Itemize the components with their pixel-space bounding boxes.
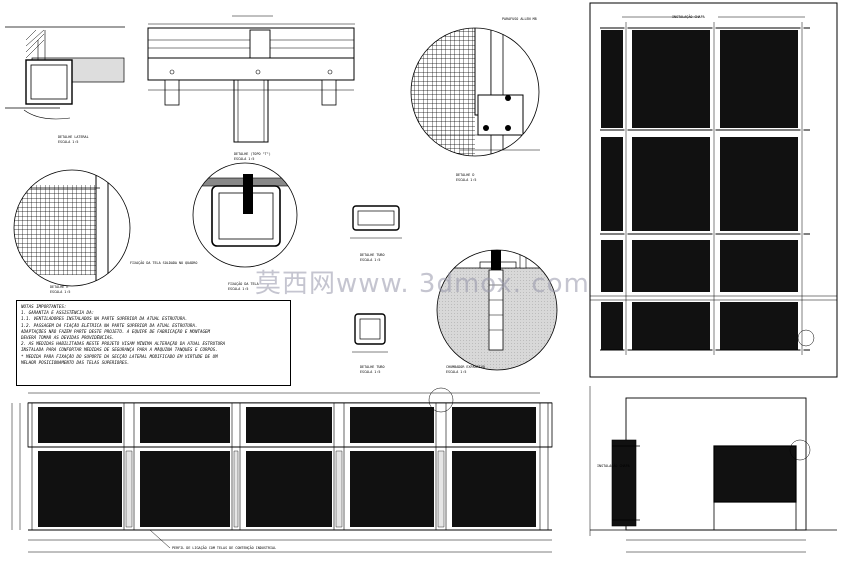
tela-note: FIXAÇÃO DA TELA SOLDADA NO QUADRO [130, 260, 197, 265]
detail-tube-1: DETALHE TUBO ESCALA 1:5 [350, 205, 402, 262]
detail-tube-circle: FIXAÇÃO DA TELA ESCALA 1:5 [192, 162, 298, 291]
parafuso-note: PARAFUSO ALLEN M8 [502, 17, 537, 21]
topo-scale: ESCALA 1:5 [234, 157, 254, 161]
fixacao-title: FIXAÇÃO DA TELA [228, 281, 259, 286]
notes-line-2: 1.1. VENTILADORES INSTALADOS NA PARTE SU… [21, 316, 188, 322]
plan-label: INSTALAÇÃO CHAPA [672, 14, 705, 19]
notes-title: NOTAS IMPORTANTES: [21, 304, 67, 309]
notes-line-7: INSTALADA PARA CONFORTAR MEDIDAS DE SEGU… [21, 347, 218, 353]
side-label: INSTALAÇÃO CHAPA [597, 463, 630, 468]
tubo1-scale: ESCALA 1:5 [360, 258, 380, 262]
watermark: 莫西网www. 3dmox. com [255, 269, 590, 299]
detail-mesh-circle: FIXAÇÃO DA TELA SOLDADA NO QUADRO DETALH… [13, 169, 197, 294]
lateral-scale: ESCALA 1:5 [58, 140, 78, 144]
topo-title: DETALHE (TOPO "T") [234, 152, 271, 156]
tubo2-title: DETALHE TUBO [360, 365, 385, 369]
notes-line-9: MELHOR POSICIONAMENTO DAS TELAS SUPERIOR… [21, 359, 130, 365]
notes-line-5: DEVERÁ TOMAR AS DEVIDAS PROVIDÊNCIAS. [21, 335, 115, 341]
chumbador-title: CHUMBADOR EXPANSIVO [446, 365, 485, 369]
side-elevation: INSTALAÇÃO CHAPA [590, 397, 837, 553]
plan-view-right: INSTALAÇÃO CHAPA [589, 2, 838, 378]
detail-chumbador-circle: CHUMBADOR EXPANSIVO ESCALA 1:5 [436, 249, 558, 374]
tubo2-scale: ESCALA 1:5 [360, 370, 380, 374]
d-scale: ESCALA 1:5 [456, 178, 476, 182]
d-title: DETALHE D [456, 173, 474, 177]
detail-tube-2: DETALHE TUBO ESCALA 1:5 [352, 313, 388, 374]
notes-line-4: ADAPTAÇÕES NÃO FAZEM PARTE DESTE PROJETO… [21, 328, 211, 334]
front-elevation: PERFIL DE LIGAÇÃO COM TELAS DE CONTENÇÃO… [11, 387, 553, 553]
fixacao-scale: ESCALA 1:5 [228, 287, 248, 291]
front-note: PERFIL DE LIGAÇÃO COM TELAS DE CONTENÇÃO… [172, 545, 276, 550]
e-title: DETALHE E [50, 285, 68, 289]
detail-d-circle: PARAFUSO ALLEN M8 DETALHE D ESCALA 1:5 [410, 17, 540, 182]
detail-topo-t: DETALHE (TOPO "T") ESCALA 1:5 [147, 15, 355, 161]
lateral-title: DETALHE LATERAL [58, 135, 89, 139]
tubo1-title: DETALHE TUBO [360, 253, 385, 257]
notes-line-1: 1. GARANTIA E ASSISTÊNCIA DA: [21, 310, 95, 316]
notes-box: NOTAS IMPORTANTES: 1. GARANTIA E ASSISTÊ… [16, 300, 291, 386]
notes-line-8: * MEDIDA PARA FIXAÇÃO DO SUPORTE DA SECÇ… [21, 353, 218, 359]
notes-line-6: 2. AS MEDIDAS HABILITADAS NESTE PROJETO … [21, 341, 226, 347]
chumbador-scale: ESCALA 1:5 [446, 370, 466, 374]
e-scale: ESCALA 1:5 [50, 290, 70, 294]
notes-line-3: 1.2. PASSAGEM DA FIAÇÃO ELÉTRICA NA PART… [21, 322, 198, 328]
detail-lateral: DETALHE LATERAL ESCALA 1:5 [5, 26, 125, 144]
